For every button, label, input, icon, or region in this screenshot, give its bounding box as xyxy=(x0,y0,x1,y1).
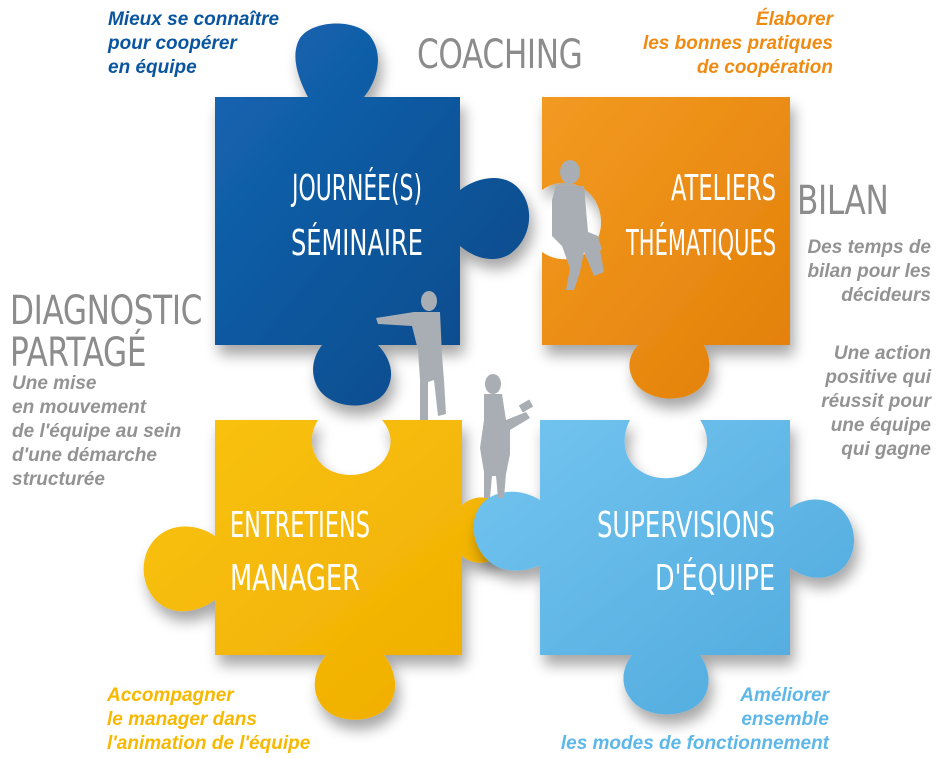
bilan-heading: BILAN xyxy=(797,178,889,224)
woman-with-tablet-figure xyxy=(480,374,534,498)
puzzle-piece-orange: ATELIERS THÉMATIQUES xyxy=(542,97,790,399)
diagnostic-heading-line1: DIAGNOSTIC xyxy=(10,288,203,334)
puzzle-piece-blue: JOURNÉE(S) SÉMINAIRE xyxy=(215,23,530,406)
caption-lightblue-bottom: Améliorer ensemble les modes de fonction… xyxy=(560,685,829,754)
piece-orange-line2: THÉMATIQUES xyxy=(625,222,776,264)
coaching-heading: COACHING xyxy=(417,32,583,78)
caption-blue-top: Mieux se connaître pour coopérer en équi… xyxy=(108,9,280,78)
caption-orange-top: Élaborer les bonnes pratiques de coopéra… xyxy=(642,9,833,78)
presenting-man-figure xyxy=(376,291,446,420)
caption-diagnostic: Une mise en mouvement de l'équipe au sei… xyxy=(12,373,182,490)
puzzle-piece-lightblue-shape xyxy=(473,420,855,715)
piece-yellow-line1: ENTRETIENS xyxy=(230,505,370,546)
caption-yellow-bottom: Accompagner le manager dans l'animation … xyxy=(107,685,311,754)
puzzle-piece-yellow: ENTRETIENS MANAGER xyxy=(143,420,510,720)
caption-bilan-1: Des temps de bilan pour les décideurs xyxy=(807,237,931,306)
piece-blue-line1: JOURNÉE(S) xyxy=(291,167,422,209)
puzzle-piece-orange-shape xyxy=(542,97,790,399)
puzzle-piece-yellow-shape xyxy=(143,420,510,720)
piece-lightblue-line2: D'ÉQUIPE xyxy=(655,557,775,599)
puzzle-piece-blue-shape xyxy=(215,23,530,406)
piece-blue-line2: SÉMINAIRE xyxy=(291,222,423,264)
puzzle-piece-lightblue: SUPERVISIONS D'ÉQUIPE xyxy=(473,420,855,715)
piece-yellow-line2: MANAGER xyxy=(230,558,360,599)
sitting-person-figure xyxy=(552,160,604,290)
piece-lightblue-line1: SUPERVISIONS xyxy=(597,505,775,546)
piece-orange-line1: ATELIERS xyxy=(671,168,776,209)
diagnostic-heading-line2: PARTAGÉ xyxy=(10,330,147,376)
caption-bilan-2: Une action positive qui réussit pour une… xyxy=(821,343,931,460)
